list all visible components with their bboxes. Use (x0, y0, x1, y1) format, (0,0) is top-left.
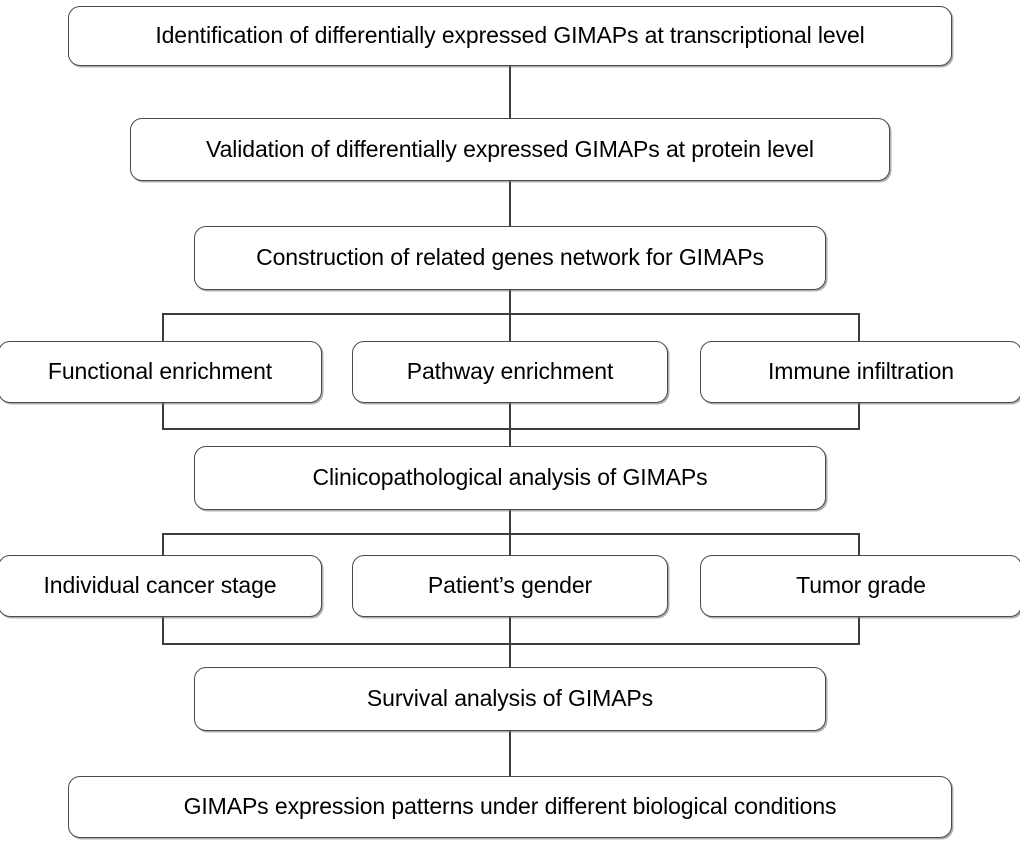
node-step6-label: GIMAPs expression patterns under differe… (183, 793, 837, 820)
connector-step4-branch2 (509, 510, 511, 555)
node-tumor-grade[interactable]: Tumor grade (700, 555, 1020, 617)
bracket2-right-up (858, 615, 860, 645)
bracket2-left-down (162, 533, 164, 563)
node-step1-identification[interactable]: Identification of differentially express… (68, 6, 952, 66)
node-tumor-grade-label: Tumor grade (796, 572, 926, 599)
bracket1-right-up (858, 401, 860, 430)
bracket1-bottom-bar (162, 428, 860, 430)
node-patients-gender[interactable]: Patient’s gender (352, 555, 668, 617)
node-patients-gender-label: Patient’s gender (427, 572, 593, 599)
connector-branch2-step5 (509, 617, 511, 667)
bracket1-right-down (858, 313, 860, 343)
node-step4-clinicopathological-analysis[interactable]: Clinicopathological analysis of GIMAPs (194, 446, 826, 510)
bracket1-top-bar (162, 313, 860, 315)
bracket1-left-up (162, 401, 164, 430)
node-step4-label: Clinicopathological analysis of GIMAPs (312, 464, 708, 491)
bracket2-top-bar (162, 533, 860, 535)
bracket2-bottom-bar (162, 643, 860, 645)
node-step5-label: Survival analysis of GIMAPs (366, 685, 654, 712)
node-pathway-enrichment-label: Pathway enrichment (406, 358, 614, 385)
node-step2-label: Validation of differentially expressed G… (206, 135, 814, 162)
bracket2-right-down (858, 533, 860, 563)
bracket1-left-down (162, 313, 164, 343)
connector-branch1-step4 (509, 403, 511, 446)
node-functional-enrichment-label: Functional enrichment (47, 358, 273, 385)
connector-step1-step2 (509, 66, 511, 118)
node-step6-expression-patterns[interactable]: GIMAPs expression patterns under differe… (68, 776, 952, 838)
node-step3-network-construction[interactable]: Construction of related genes network fo… (194, 226, 826, 290)
node-immune-infiltration-label: Immune infiltration (767, 358, 954, 385)
connector-step5-step6 (509, 731, 511, 776)
node-individual-cancer-stage[interactable]: Individual cancer stage (0, 555, 322, 617)
node-individual-cancer-stage-label: Individual cancer stage (43, 572, 277, 599)
node-step1-label: Identification of differentially express… (155, 22, 865, 49)
node-step5-survival-analysis[interactable]: Survival analysis of GIMAPs (194, 667, 826, 731)
connector-step3-branch1 (509, 290, 511, 341)
connector-step2-step3 (509, 181, 511, 226)
node-immune-infiltration[interactable]: Immune infiltration (700, 341, 1020, 403)
node-functional-enrichment[interactable]: Functional enrichment (0, 341, 322, 403)
node-step2-validation[interactable]: Validation of differentially expressed G… (130, 118, 890, 181)
bracket2-left-up (162, 615, 164, 645)
node-pathway-enrichment[interactable]: Pathway enrichment (352, 341, 668, 403)
node-step3-label: Construction of related genes network fo… (256, 244, 764, 271)
